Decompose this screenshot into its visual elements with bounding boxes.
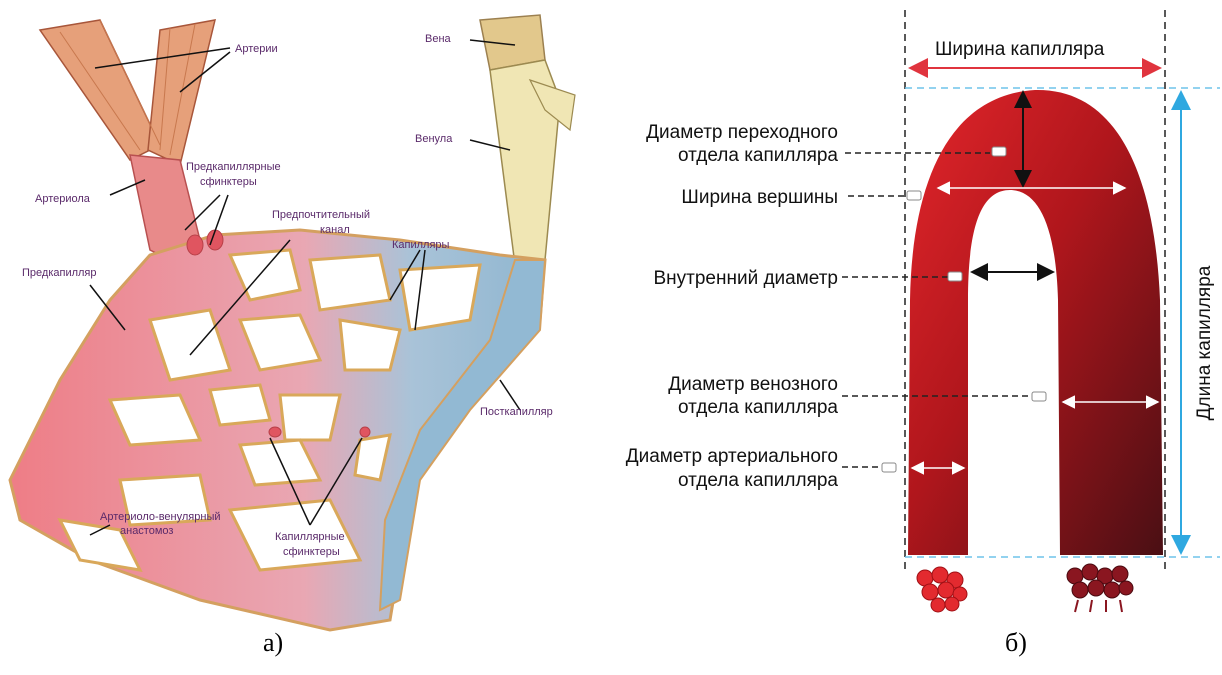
label-anastomosis-1: Артериоло-венулярный bbox=[100, 511, 221, 523]
label-precapillary-sphincters-1: Предкапиллярные bbox=[186, 161, 281, 173]
panel-a-microcirculation: Артерии Вена Венула Предкапиллярные сфин… bbox=[0, 0, 580, 670]
label-capillary-sphincters-2: сфинктеры bbox=[283, 546, 340, 558]
label-preferential-channel-1: Предпочтительный bbox=[272, 209, 370, 221]
pointer-hand-icon bbox=[992, 147, 1006, 156]
label-capillary-sphincters-1: Капиллярные bbox=[275, 531, 345, 543]
capillary-diagram: Ширина капилляра Длина капилляра Диаметр… bbox=[580, 0, 1222, 670]
label-precapillary-sphincters-2: сфинктеры bbox=[200, 176, 257, 188]
pointer-hand-icon bbox=[882, 463, 896, 472]
pointer-hand-icon bbox=[948, 272, 962, 281]
label-venous-diameter-1: Диаметр венозного bbox=[668, 374, 838, 395]
label-inner-diameter: Внутренний диаметр bbox=[653, 268, 838, 289]
label-transitional-diameter-2: отдела капилляра bbox=[678, 145, 838, 166]
capillary-loop bbox=[908, 90, 1163, 555]
label-capillary-length: Длина капилляра bbox=[1194, 265, 1215, 420]
pointer-hand-icon bbox=[1032, 392, 1046, 401]
caption-a: а) bbox=[263, 628, 283, 658]
arterial-blood-cells bbox=[917, 567, 967, 612]
artery-vessels bbox=[40, 20, 215, 165]
label-arteries: Артерии bbox=[235, 43, 278, 55]
label-transitional-diameter-1: Диаметр переходного bbox=[646, 122, 838, 143]
microcirculation-illustration: Артерии Вена Венула Предкапиллярные сфин… bbox=[0, 0, 580, 670]
label-venule: Венула bbox=[415, 133, 453, 145]
label-apex-width: Ширина вершины bbox=[681, 187, 838, 208]
label-postcapillary: Посткапилляр bbox=[480, 406, 553, 418]
label-arterial-diameter-1: Диаметр артериального bbox=[626, 446, 838, 467]
label-preferential-channel-2: канал bbox=[320, 224, 350, 236]
label-vein: Вена bbox=[425, 33, 452, 45]
panel-b-capillary-measurements: Ширина капилляра Длина капилляра Диаметр… bbox=[580, 0, 1222, 670]
pointer-hand-icon bbox=[907, 191, 921, 200]
label-capillary-width: Ширина капилляра bbox=[935, 39, 1105, 60]
vein-venule-vessels bbox=[480, 15, 575, 265]
label-arterial-diameter-2: отдела капилляра bbox=[678, 470, 838, 491]
label-capillaries: Капилляры bbox=[392, 239, 450, 251]
caption-b: б) bbox=[1005, 628, 1027, 658]
label-arteriole: Артериола bbox=[35, 193, 91, 205]
label-venous-diameter-2: отдела капилляра bbox=[678, 397, 838, 418]
label-anastomosis-2: анастомоз bbox=[120, 525, 173, 537]
venous-blood-cells bbox=[1067, 564, 1133, 612]
label-precapillary: Предкапилляр bbox=[22, 267, 97, 279]
